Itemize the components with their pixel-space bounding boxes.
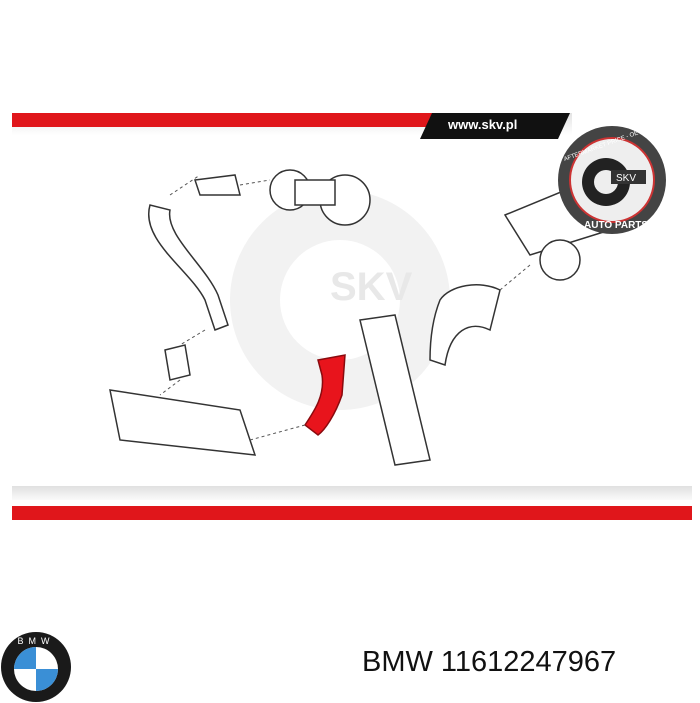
small-elbow — [164, 344, 191, 381]
intake-pipe — [359, 314, 431, 466]
small-hose — [193, 174, 241, 196]
header-red-stripe — [12, 113, 432, 127]
upper-hose — [147, 204, 229, 331]
footer-red-stripe — [12, 506, 692, 520]
skv-quality-seal: SKV AFTERMARKET PRICE - OE QUALITY AUTO … — [558, 124, 666, 234]
svg-text:AUTO PARTS: AUTO PARTS — [584, 220, 648, 231]
watermark-text: SKV — [330, 265, 413, 309]
footer-grey-stripe — [12, 486, 692, 500]
website-url: www.skv.pl — [448, 117, 518, 132]
turbocharger — [269, 169, 371, 226]
part-number-label: BMW 11612247967 — [362, 646, 617, 678]
outlet-hose — [429, 284, 501, 366]
highlighted-hose — [303, 354, 346, 436]
url-banner — [420, 113, 570, 139]
svg-text:SKV: SKV — [616, 173, 636, 184]
parts-diagram: SKV — [109, 169, 611, 466]
svg-text:BMW: BMW — [18, 636, 55, 646]
intercooler — [109, 389, 257, 456]
bmw-logo: BMW — [1, 632, 71, 702]
